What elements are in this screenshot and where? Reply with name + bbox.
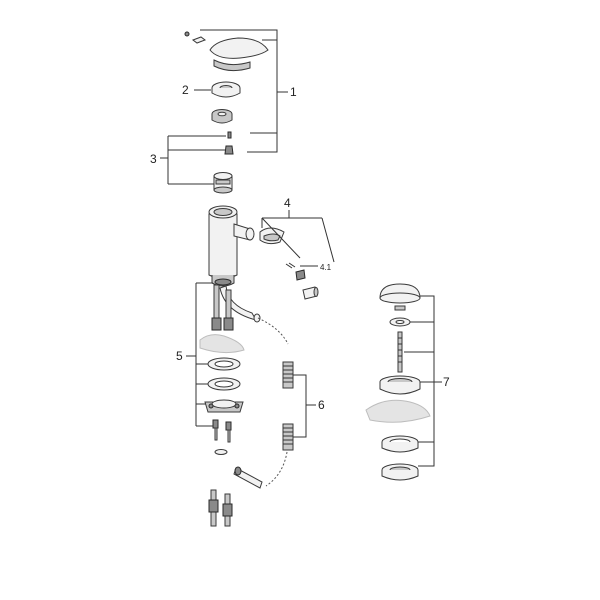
part-spout-pipe bbox=[219, 285, 261, 323]
callout-label-5: 5 bbox=[176, 349, 183, 363]
part-plug-seal bbox=[389, 305, 411, 327]
part-plug-stem bbox=[397, 331, 403, 373]
part-washer bbox=[214, 449, 228, 455]
part-spindle bbox=[224, 145, 234, 155]
part-fixing-screws bbox=[212, 419, 232, 443]
part-gasket-2 bbox=[207, 377, 241, 391]
part-side-lever bbox=[259, 227, 285, 245]
part-fixing-plate bbox=[204, 399, 244, 413]
callout-6-bracket bbox=[293, 374, 316, 438]
part-basin-ghost bbox=[365, 399, 431, 423]
callout-label-6: 6 bbox=[318, 398, 325, 412]
callout-3-bracket bbox=[160, 135, 226, 185]
callout-label-4-1: 4.1 bbox=[320, 263, 332, 272]
part-waste-body bbox=[381, 435, 419, 453]
part-waste-nut bbox=[381, 463, 419, 481]
part-popup-plug bbox=[379, 283, 421, 304]
part-spring-clip-1 bbox=[282, 361, 294, 389]
part-aerator-ring bbox=[285, 262, 296, 269]
callout-4-bracket bbox=[261, 210, 335, 267]
part-aerator bbox=[295, 269, 319, 300]
part-lock-nut bbox=[211, 109, 233, 124]
part-supply-hoses bbox=[208, 489, 233, 527]
part-waste-flange bbox=[379, 375, 421, 395]
part-cartridge bbox=[213, 172, 233, 194]
part-hose-ghost bbox=[199, 334, 245, 354]
part-small-screw bbox=[227, 131, 232, 139]
part-spring-clip-2 bbox=[282, 423, 294, 451]
callout-label-3: 3 bbox=[150, 152, 157, 166]
callout-5-bracket bbox=[186, 282, 213, 427]
part-linkage-cable bbox=[257, 317, 289, 487]
callout-7-bracket bbox=[404, 295, 442, 467]
part-linkage-rod bbox=[233, 466, 263, 489]
part-threaded-rods bbox=[211, 284, 234, 331]
callout-label-1: 1 bbox=[290, 85, 297, 99]
part-gasket-1 bbox=[207, 357, 241, 371]
callout-label-7: 7 bbox=[443, 375, 450, 389]
callout-label-4: 4 bbox=[284, 196, 291, 210]
part-lever-handle bbox=[184, 31, 269, 72]
callout-label-2: 2 bbox=[182, 83, 189, 97]
part-cap-ring bbox=[211, 81, 241, 98]
callout-1-bracket bbox=[200, 29, 288, 153]
part-faucet-body bbox=[208, 205, 255, 287]
